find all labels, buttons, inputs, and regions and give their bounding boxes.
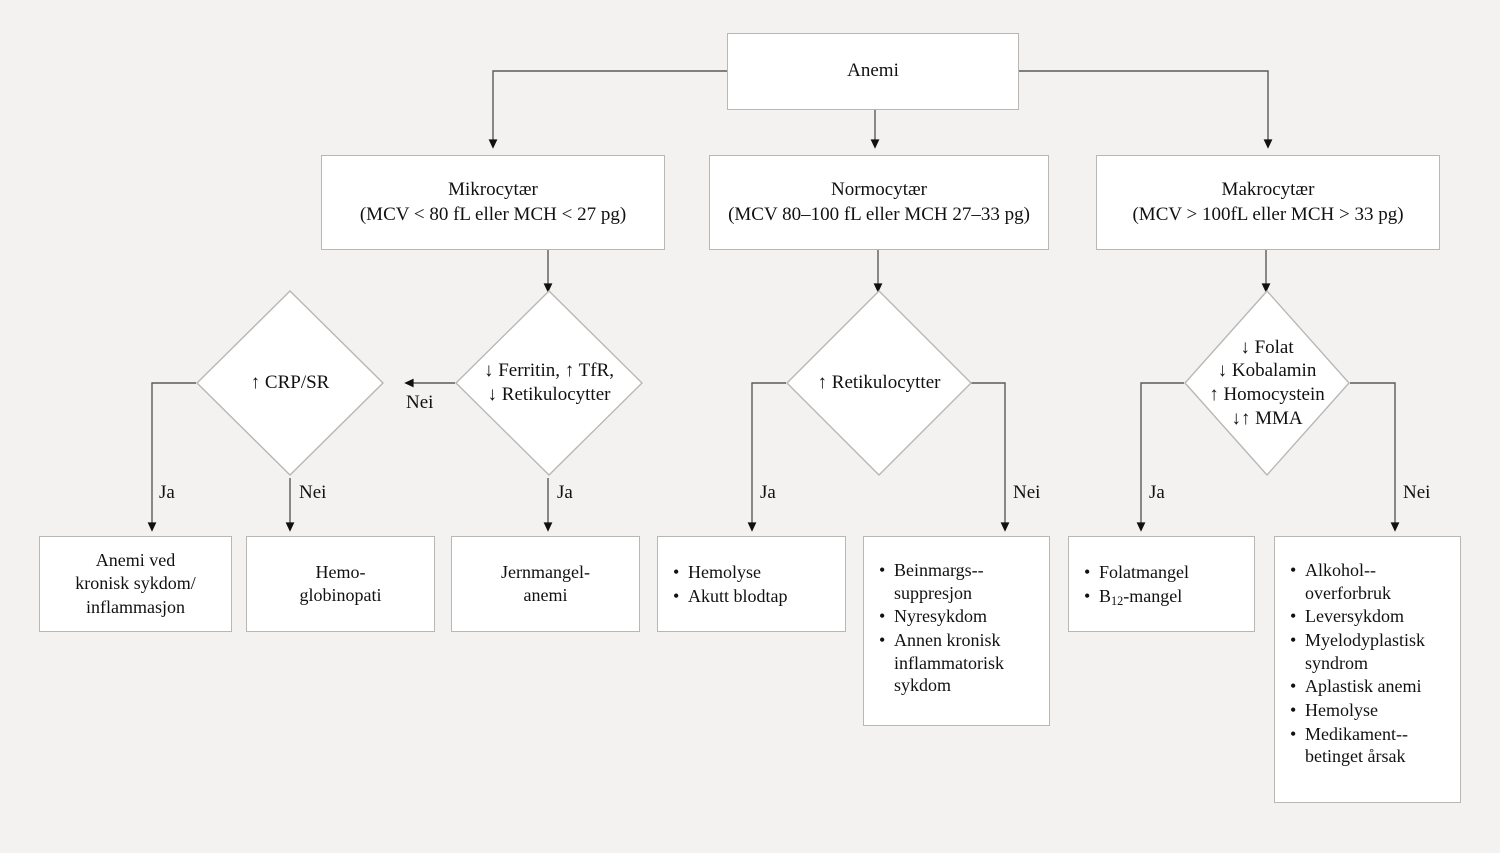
list-item: Aplastisk anemi — [1290, 675, 1454, 698]
node-normocytaer[interactable]: Normocytær (MCV 80–100 fL eller MCH 27–3… — [709, 155, 1049, 250]
decision-retikulocytter[interactable]: ↑ Retikulocytter — [786, 290, 972, 476]
list-item: Hemolyse — [1290, 699, 1454, 722]
node-hemoglobinopati-line-0: Hemo- — [315, 561, 366, 582]
node-jernmangelanemi-line-0: Jernmangel- — [501, 561, 590, 582]
node-anemi[interactable]: Anemi — [727, 33, 1019, 110]
node-anemi-kronisk-line-2: inflammasjon — [86, 596, 185, 617]
edge-label-folat-ja: Ja — [1149, 482, 1165, 503]
decision-folat-line-0: ↓ Folat — [1240, 336, 1294, 358]
node-anemi-kronisk-line-1: kronisk sykdom/ — [75, 573, 196, 594]
node-mikrocytaer-title: Mikrocytær — [448, 179, 538, 201]
decision-ferritin[interactable]: ↓ Ferritin, ↑ TfR, ↓ Retikulocytter — [455, 290, 643, 476]
edge-folat-ja-to-folat-b12 — [1136, 382, 1184, 532]
decision-ferritin-line-0: ↓ Ferritin, ↑ TfR, — [483, 360, 614, 382]
decision-retikulocytter-line-0: ↑ Retikulocytter — [817, 372, 941, 394]
edge-retikulocytter-nei-to-beinmargs — [971, 382, 1010, 532]
list-item: Folatmangel — [1084, 561, 1189, 584]
node-mikrocytaer[interactable]: Mikrocytær (MCV < 80 fL eller MCH < 27 p… — [321, 155, 665, 250]
list-item: Akutt blodtap — [673, 585, 787, 608]
node-hemoglobinopati[interactable]: Hemo- globinopati — [246, 536, 435, 632]
node-hemolyse-blodtap[interactable]: Hemolyse Akutt blodtap — [657, 536, 846, 632]
node-folat-b12[interactable]: Folatmangel B12-mangel — [1068, 536, 1255, 632]
diamond-shape — [1184, 290, 1350, 476]
b12-suffix: -mangel — [1123, 585, 1183, 606]
node-anemi-kronisk[interactable]: Anemi ved kronisk sykdom/ inflammasjon — [39, 536, 232, 632]
node-normocytaer-criteria: (MCV 80–100 fL eller MCH 27–33 pg) — [728, 203, 1030, 225]
node-hemoglobinopati-line-1: globinopati — [299, 585, 382, 605]
node-jernmangelanemi-line-1: anemi — [523, 585, 568, 605]
list-item: Annen kronisk inflammatorisk sykdom — [879, 629, 1043, 697]
decision-crp-sr-line-0: ↑ CRP/SR — [250, 372, 330, 394]
diamond-shape — [455, 290, 643, 476]
edge-label-crp-ja: Ja — [159, 482, 175, 503]
edge-label-ferritin-ja: Ja — [557, 482, 573, 503]
list-item: Medikament-­betinget årsak — [1290, 723, 1454, 768]
decision-ferritin-line-1: ↓ Retikulocytter — [487, 384, 611, 405]
outcome-list: Alkohol-­overforbruk Leversykdom Myelody… — [1275, 559, 1460, 769]
edge-crp-ja-to-anemi-kronisk — [147, 382, 196, 532]
edge-anemi-to-makrocytaer — [1019, 70, 1273, 149]
decision-folat-line-1: ↓ Kobalamin — [1217, 360, 1317, 382]
node-makrocytaer[interactable]: Makrocytær (MCV > 100fL eller MCH > 33 p… — [1096, 155, 1440, 250]
edge-label-ferritin-nei: Nei — [406, 392, 434, 413]
decision-folat-line-2: ↑ Homocystein — [1209, 384, 1325, 405]
decision-crp-sr[interactable]: ↑ CRP/SR — [196, 290, 384, 476]
node-normocytaer-title: Normocytær — [830, 179, 928, 201]
node-makrocytaer-criteria: (MCV > 100fL eller MCH > 33 pg) — [1132, 203, 1404, 225]
edge-anemi-to-mikrocytaer — [488, 70, 727, 149]
node-anemi-kronisk-line-0: Anemi ved — [95, 550, 176, 571]
list-item: Beinmargs-­suppresjon — [879, 559, 1043, 604]
node-beinmargs[interactable]: Beinmargs-­suppresjon Nyresykdom Annen k… — [863, 536, 1050, 726]
list-item: Alkohol-­overforbruk — [1290, 559, 1454, 604]
edge-label-crp-nei: Nei — [299, 482, 327, 503]
diamond-shape — [786, 290, 972, 476]
decision-folat-line-3: ↓↑ MMA — [1231, 407, 1303, 429]
list-item: Hemolyse — [673, 561, 788, 584]
edge-label-folat-nei: Nei — [1403, 482, 1431, 503]
outcome-list: Folatmangel B12-mangel — [1069, 561, 1195, 608]
edge-label-retikulocytter-ja: Ja — [760, 482, 776, 503]
node-anemi-label: Anemi — [847, 60, 899, 82]
edge-label-retikulocytter-nei: Nei — [1013, 482, 1041, 503]
list-item: Nyresykdom — [879, 605, 1043, 628]
list-item: B12-mangel — [1084, 585, 1189, 608]
node-makrocytaer-title: Makrocytær — [1221, 179, 1315, 201]
list-item: Myelodyplastisk syndrom — [1290, 629, 1454, 674]
b12-subscript: 12 — [1111, 593, 1124, 608]
b12-label: B — [1099, 585, 1112, 606]
outcome-list: Hemolyse Akutt blodtap — [658, 561, 794, 608]
node-mikrocytaer-criteria: (MCV < 80 fL eller MCH < 27 pg) — [359, 203, 627, 225]
edge-folat-nei-to-makro-arsaker — [1350, 382, 1400, 532]
edge-retikulocytter-ja-to-hemolyse — [747, 382, 786, 532]
node-jernmangelanemi[interactable]: Jernmangel- anemi — [451, 536, 640, 632]
decision-folat[interactable]: ↓ Folat ↓ Kobalamin ↑ Homocystein ↓↑ MMA — [1184, 290, 1350, 476]
outcome-list: Beinmargs-­suppresjon Nyresykdom Annen k… — [864, 559, 1049, 698]
diamond-shape — [196, 290, 384, 476]
node-makro-arsaker[interactable]: Alkohol-­overforbruk Leversykdom Myelody… — [1274, 536, 1461, 803]
list-item: Leversykdom — [1290, 605, 1454, 628]
